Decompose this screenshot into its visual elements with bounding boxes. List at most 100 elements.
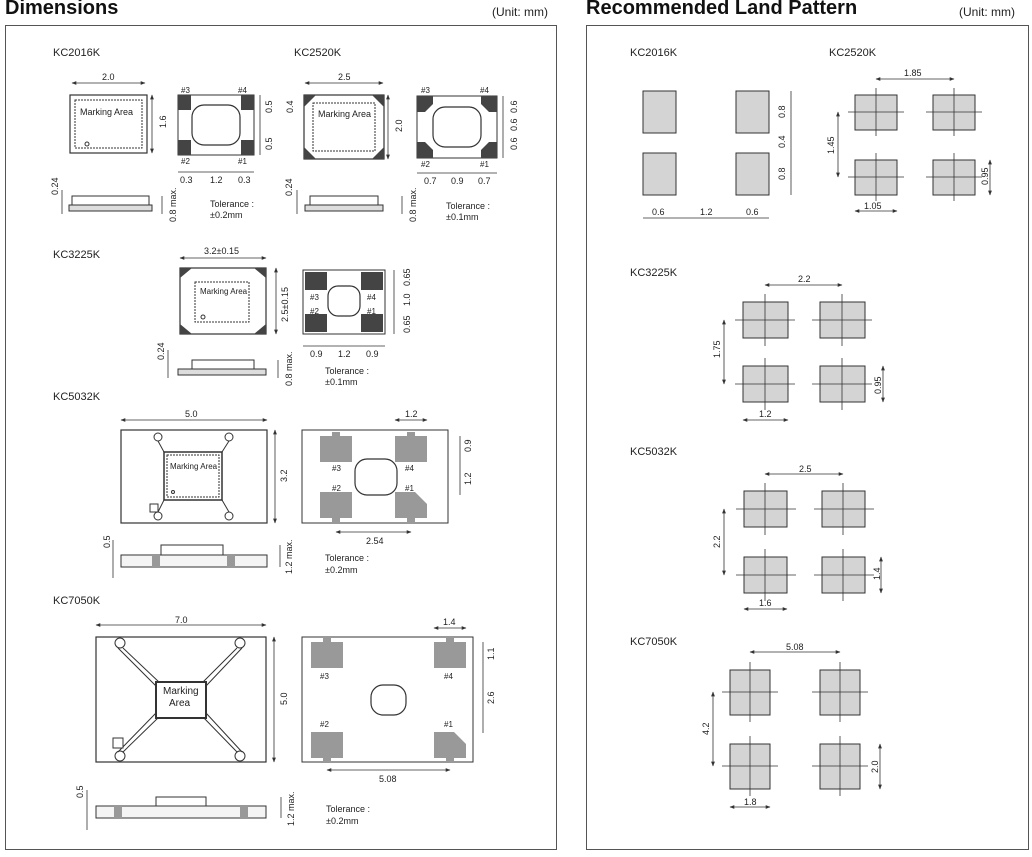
svg-text:0.9: 0.9 — [366, 349, 379, 359]
svg-text:Tolerance :: Tolerance : — [326, 804, 370, 814]
svg-text:#4: #4 — [367, 293, 376, 302]
svg-text:0.65: 0.65 — [402, 268, 412, 286]
svg-text:0.5: 0.5 — [264, 137, 274, 150]
svg-text:#1: #1 — [367, 307, 376, 316]
svg-text:2.2: 2.2 — [712, 535, 722, 548]
svg-text:0.24: 0.24 — [50, 177, 60, 195]
kc5032k-label: KC5032K — [53, 391, 101, 403]
svg-text:Marking Area: Marking Area — [170, 462, 218, 471]
svg-text:±0.2mm: ±0.2mm — [325, 565, 357, 575]
svg-text:0.4: 0.4 — [285, 100, 295, 113]
svg-text:#4: #4 — [238, 86, 247, 95]
svg-text:1.2: 1.2 — [338, 349, 351, 359]
svg-text:0.8: 0.8 — [777, 105, 787, 118]
svg-text:1.2 max.: 1.2 max. — [284, 539, 294, 574]
svg-text:0.7: 0.7 — [424, 176, 437, 186]
land-kc5032k: KC5032K 2.5 2.2 1.6 1.4 — [630, 446, 883, 611]
svg-text:Marking: Marking — [163, 686, 199, 697]
svg-text:#1: #1 — [238, 157, 247, 166]
svg-text:0.9: 0.9 — [451, 176, 464, 186]
svg-text:±0.2mm: ±0.2mm — [326, 816, 358, 826]
svg-text:0.6: 0.6 — [509, 118, 519, 131]
svg-text:1.4: 1.4 — [872, 567, 882, 580]
svg-text:1.2: 1.2 — [405, 409, 418, 419]
svg-text:0.8 max.: 0.8 max. — [284, 351, 294, 386]
svg-text:1.1: 1.1 — [486, 647, 496, 660]
svg-text:0.6: 0.6 — [652, 207, 665, 217]
svg-text:1.05: 1.05 — [864, 201, 882, 211]
svg-text:Tolerance :: Tolerance : — [325, 553, 369, 563]
kc7050k-drawing: KC7050K 7.0 Marking Area 5.0 #3 #4 #2 #1… — [53, 595, 496, 830]
svg-text:0.7: 0.7 — [478, 176, 491, 186]
land-kc7050k: KC7050K 5.08 4.2 1.8 2.0 — [630, 636, 882, 809]
kc7050k-label: KC7050K — [53, 595, 101, 607]
svg-text:1.2 max.: 1.2 max. — [286, 791, 296, 826]
svg-text:0.6: 0.6 — [509, 137, 519, 150]
svg-text:2.0: 2.0 — [870, 760, 880, 773]
svg-text:2.5: 2.5 — [338, 72, 351, 82]
svg-text:#2: #2 — [421, 160, 430, 169]
svg-text:3.2: 3.2 — [279, 469, 289, 482]
svg-text:Tolerance :: Tolerance : — [446, 201, 490, 211]
svg-text:#2: #2 — [310, 307, 319, 316]
svg-text:1.2: 1.2 — [700, 207, 713, 217]
svg-text:0.3: 0.3 — [238, 175, 251, 185]
svg-text:#1: #1 — [480, 160, 489, 169]
svg-text:1.2: 1.2 — [759, 409, 772, 419]
svg-text:0.95: 0.95 — [873, 376, 883, 394]
svg-text:±0.2mm: ±0.2mm — [210, 210, 242, 220]
svg-text:#4: #4 — [405, 464, 414, 473]
svg-text:0.8 max.: 0.8 max. — [168, 187, 178, 222]
svg-text:±0.1mm: ±0.1mm — [446, 212, 478, 222]
svg-text:3.2±0.15: 3.2±0.15 — [204, 246, 239, 256]
svg-text:KC2016K: KC2016K — [630, 47, 678, 59]
svg-text:0.9: 0.9 — [310, 349, 323, 359]
svg-text:#4: #4 — [480, 86, 489, 95]
kc2520k-drawing: KC2520K 2.5 Marking Area 2.0 #3 #4 #2 #1… — [284, 47, 519, 222]
svg-text:0.65: 0.65 — [402, 315, 412, 333]
svg-text:KC3225K: KC3225K — [630, 267, 678, 279]
dimensions-unit: (Unit: mm) — [492, 5, 548, 19]
svg-text:2.2: 2.2 — [798, 274, 811, 284]
svg-text:0.5: 0.5 — [75, 785, 85, 798]
svg-text:KC7050K: KC7050K — [630, 636, 678, 648]
svg-text:#3: #3 — [332, 464, 341, 473]
kc3225k-drawing: KC3225K 3.2±0.15 Marking Area 2.5±0.15 #… — [53, 246, 412, 387]
svg-text:2.54: 2.54 — [366, 536, 384, 546]
svg-text:0.8 max.: 0.8 max. — [408, 187, 418, 222]
svg-text:4.2: 4.2 — [701, 722, 711, 735]
kc2016k-label: KC2016K — [53, 47, 101, 59]
kc3225k-label: KC3225K — [53, 249, 101, 261]
kc2016k-package — [69, 94, 148, 154]
svg-text:1.8: 1.8 — [744, 797, 757, 807]
svg-text:#3: #3 — [421, 86, 430, 95]
svg-text:0.95: 0.95 — [980, 167, 990, 185]
kc2016k-marking: Marking Area — [80, 107, 133, 117]
svg-text:5.0: 5.0 — [279, 692, 289, 705]
kc2520k-label: KC2520K — [294, 47, 342, 59]
svg-text:1.45: 1.45 — [826, 136, 836, 154]
svg-text:KC5032K: KC5032K — [630, 446, 678, 458]
land-kc2016k: KC2016K 0.6 1.2 0.6 0.8 0.4 0.8 — [630, 47, 792, 219]
svg-text:#2: #2 — [332, 484, 341, 493]
svg-text:KC2520K: KC2520K — [829, 47, 877, 59]
svg-text:Marking Area: Marking Area — [200, 287, 248, 296]
svg-text:#2: #2 — [320, 720, 329, 729]
svg-text:1.0: 1.0 — [402, 293, 412, 306]
svg-text:#2: #2 — [181, 157, 190, 166]
land-kc2520k: KC2520K 1.85 1.45 1.05 0.95 — [826, 47, 992, 213]
land-pattern-unit: (Unit: mm) — [959, 5, 1015, 19]
svg-text:Area: Area — [169, 698, 191, 709]
svg-text:1.6: 1.6 — [759, 598, 772, 608]
svg-text:0.24: 0.24 — [284, 178, 294, 196]
svg-text:0.6: 0.6 — [509, 100, 519, 113]
kc2016k-height: 1.6 — [158, 115, 168, 128]
svg-text:1.4: 1.4 — [443, 617, 456, 627]
kc5032k-drawing: KC5032K 5.0 Marking Area 3.2 #3 #4 #2 #1… — [53, 391, 473, 578]
svg-text:#4: #4 — [444, 672, 453, 681]
svg-text:0.5: 0.5 — [264, 100, 274, 113]
svg-text:7.0: 7.0 — [175, 615, 188, 625]
land-pattern-title: Recommended Land Pattern — [586, 0, 858, 19]
svg-text:0.8: 0.8 — [777, 167, 787, 180]
svg-text:5.0: 5.0 — [185, 409, 198, 419]
